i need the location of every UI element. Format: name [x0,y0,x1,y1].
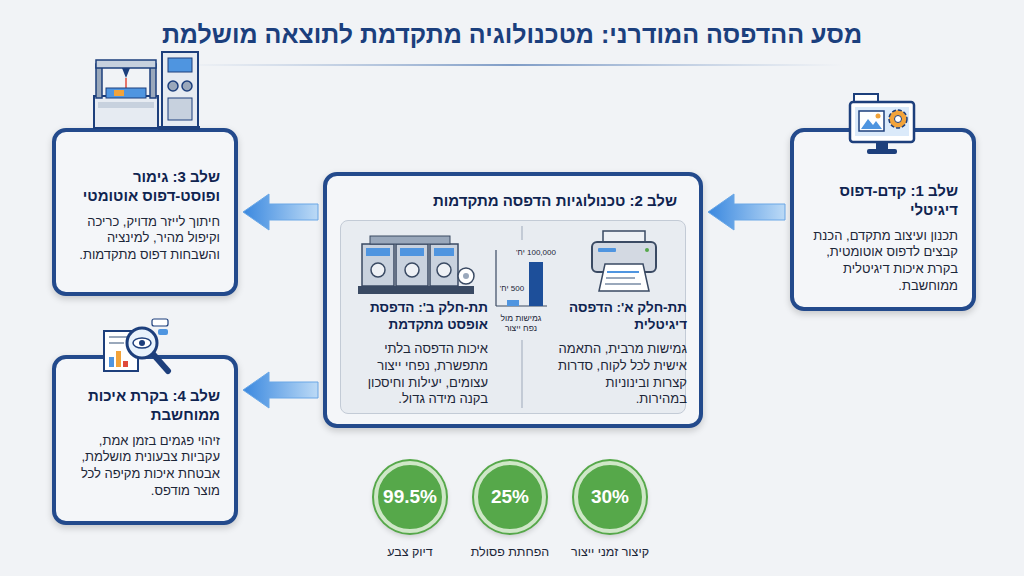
node-body: תכנון ועיצוב מתקדם, הכנת קבצים לדפוס אוט… [806,228,958,296]
node-body: חיתוך לייזר מדויק, כריכה וקיפול מהיר, למ… [68,214,220,265]
chart-caption: גמישות מול נפח ייצור [493,314,549,334]
flow-arrow [708,194,785,230]
title: מסע ההדפסה המודרני: מטכנולוגיה מתקדמת לת… [0,20,1024,49]
prepress-icon [846,92,918,156]
stat-circle: 99.5%דיוק צבע [374,461,446,533]
node-body: זיהוי פגמים בזמן אמת, עקביות צבעונית מוש… [68,433,220,501]
stat-caption: דיוק צבע [328,545,492,559]
node-heading: שלב 3: גימור ופוסט-דפוס אוטומטי [68,168,220,206]
offset-press-icon [356,232,476,298]
stat-circle: 25%הפחתת פסולת [474,461,546,533]
node-heading: שלב 2: טכנולוגיות הדפסה מתקדמות [339,192,677,211]
finishing-machines-icon [92,46,202,134]
stat-value: 30% [591,486,629,508]
node-heading: שלב 1: קדם-דפוס דיגיטלי [806,182,958,220]
node-body: גמישות מרבית, התאמה אישית לכל לקוח, סדרו… [555,341,687,409]
node-heading: שלב 4: בקרת איכות ממוחשבת [68,387,220,425]
subprocess-box: תת-חלק ב': הדפסת אופסט מתקדמת איכות הדפסה… [344,228,492,412]
bar-value: 100,000 יח' [509,248,563,257]
title-underline [180,64,844,66]
subprocess-box: תת-חלק א': הדפסה דיגיטלית גמישות מרבית, ה… [553,228,691,412]
node-body: איכות הדפסה בלתי מתפשרת, נפחי ייצור עצומ… [346,341,488,409]
node-heading: תת-חלק ב': הדפסת אופסט מתקדמת [346,300,488,334]
stat-value: 25% [491,486,529,508]
bar-value: 500 יח' [497,284,527,293]
stat-circle: 30%קיצור זמני ייצור [574,461,646,533]
stat-caption: הפחתת פסולת [428,545,592,559]
digital-printer-icon [589,228,659,294]
stat-caption: קיצור זמני ייצור [528,545,692,559]
flow-arrow [243,194,318,230]
process-box: שלב 3: גימור ופוסט-דפוס אוטומטי חיתוך ליי… [52,128,238,296]
stat-value: 99.5% [383,486,437,508]
process-box: שלב 4: בקרת איכות ממוחשבת זיהוי פגמים בזמ… [52,355,238,525]
quality-control-icon [102,317,172,375]
process-box: שלב 1: קדם-דפוס דיגיטלי תכנון ועיצוב מתקד… [790,128,976,311]
group-box: שלב 2: טכנולוגיות הדפסה מתקדמות תת-חלק א… [323,172,703,428]
flow-arrow [243,372,318,408]
node-heading: תת-חלק א': הדפסה דיגיטלית [555,300,687,334]
